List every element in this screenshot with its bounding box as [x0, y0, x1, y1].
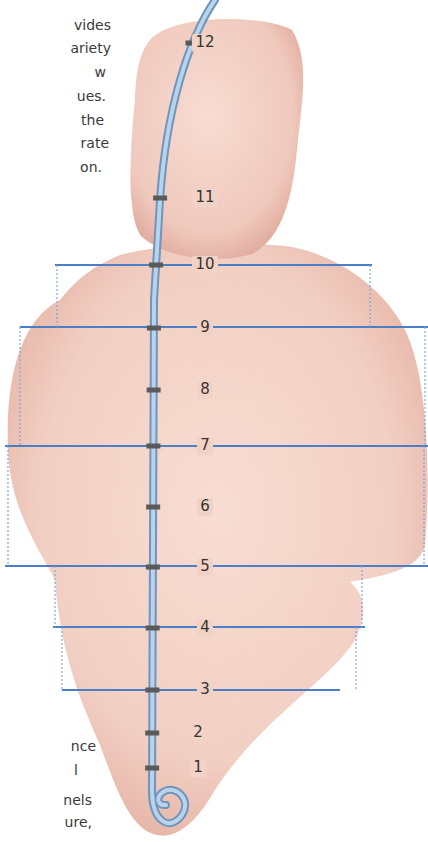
- callout-number: 6: [197, 498, 213, 515]
- text-fragment: ues.: [77, 88, 106, 104]
- marker-band: [145, 766, 159, 771]
- text-fragment: ariety: [70, 40, 111, 56]
- callout-number: 10: [192, 256, 217, 273]
- catheter: [152, 0, 215, 823]
- text-fragment: the: [81, 112, 104, 128]
- marker-band: [153, 196, 167, 201]
- marker-band: [145, 731, 159, 736]
- callout-number: 11: [192, 189, 217, 206]
- text-fragment: rate: [81, 135, 109, 151]
- callout-number: 4: [197, 619, 213, 636]
- text-fragment: nels: [63, 792, 92, 808]
- marker-band: [146, 505, 160, 510]
- callout-number: 5: [197, 558, 213, 575]
- segment-brackets: [8, 265, 425, 690]
- marker-band: [146, 444, 160, 449]
- marker-band: [147, 326, 161, 331]
- text-fragment: ure,: [65, 814, 92, 830]
- text-fragment: w: [95, 64, 106, 80]
- callout-number: 9: [197, 319, 213, 336]
- level-lines: [5, 265, 428, 690]
- marker-bands: [145, 41, 199, 771]
- marker-band: [145, 688, 159, 693]
- callout-number: 1: [190, 759, 206, 776]
- marker-band: [149, 263, 163, 268]
- callout-number: 8: [197, 381, 213, 398]
- text-fragment: vides: [74, 17, 111, 33]
- marker-band: [147, 388, 161, 393]
- text-fragment: nce: [71, 738, 96, 754]
- callout-number: 3: [197, 681, 213, 698]
- callout-number: 7: [197, 437, 213, 454]
- marker-band: [146, 626, 160, 631]
- text-fragment: l: [74, 762, 78, 778]
- text-fragment: on.: [80, 159, 102, 175]
- marker-band: [146, 565, 160, 570]
- heart-body: [8, 243, 428, 836]
- callout-number: 12: [192, 34, 217, 51]
- callout-number: 2: [190, 724, 206, 741]
